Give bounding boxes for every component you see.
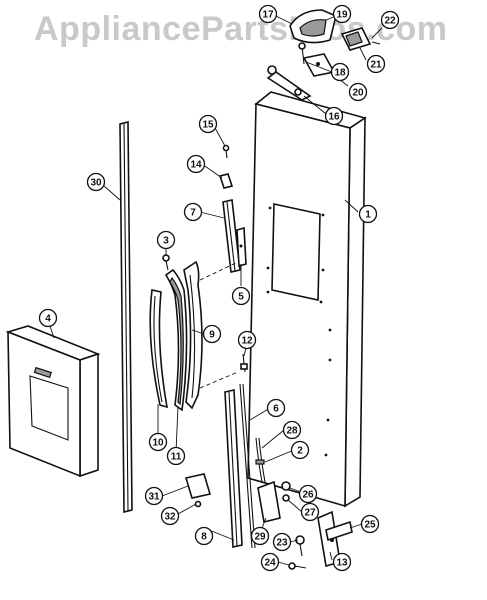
lower-bracket (257, 480, 281, 523)
trim-strip (119, 120, 133, 514)
handle-mount (183, 260, 203, 410)
spacer (281, 481, 291, 502)
callout-25: 25 (360, 514, 380, 534)
handle-cap (149, 289, 169, 409)
callout-label: 26 (302, 490, 314, 501)
callout-label: 29 (254, 532, 266, 543)
callout-label: 18 (334, 68, 346, 79)
hinge-plate (302, 53, 336, 77)
callout-label: 28 (286, 426, 298, 437)
callout-3: 3 (156, 230, 176, 250)
callout-14: 14 (186, 154, 206, 174)
screw-15 (222, 144, 230, 159)
callout-16: 16 (324, 106, 344, 126)
callout-23: 23 (272, 532, 292, 552)
callout-label: 12 (241, 336, 253, 347)
callout-label: 20 (352, 88, 364, 99)
callout-label: 19 (336, 10, 348, 21)
callout-17: 17 (258, 4, 278, 24)
water-tube (255, 437, 266, 483)
callout-label: 17 (262, 10, 274, 21)
bottom-hinge (317, 510, 353, 568)
callout-32: 32 (160, 506, 180, 526)
pin (240, 353, 248, 373)
callout-label: 24 (264, 558, 276, 569)
callout-label: 22 (384, 16, 396, 27)
callout-12: 12 (237, 330, 257, 350)
callout-label: 14 (190, 160, 202, 171)
callout-4: 4 (38, 308, 58, 328)
hinge-bolt (298, 42, 306, 65)
callout-label: 31 (148, 492, 160, 503)
callout-badges: 1234567891011121314151617181920212223242… (38, 4, 400, 572)
watermark: AppliancePartsPros.com (34, 10, 447, 48)
callout-label: 32 (164, 512, 176, 523)
callout-24: 24 (260, 552, 280, 572)
callout-20: 20 (348, 82, 368, 102)
callout-label: 1 (365, 210, 371, 221)
callout-28: 28 (282, 420, 302, 440)
callout-label: 7 (190, 208, 196, 219)
dispenser-panel (5, 325, 101, 478)
callout-2: 2 (290, 440, 310, 460)
callout-label: 10 (152, 438, 164, 449)
lower-channel (224, 389, 243, 548)
callout-11: 11 (166, 446, 186, 466)
screw-32 (194, 500, 202, 508)
callout-26: 26 (298, 484, 318, 504)
callout-19: 19 (332, 4, 352, 24)
callout-label: 11 (171, 452, 182, 463)
callout-6: 6 (266, 398, 286, 418)
cam-fitting (218, 173, 234, 189)
callout-label: 23 (276, 538, 288, 549)
callout-label: 30 (90, 178, 102, 189)
callout-21: 21 (366, 54, 386, 74)
callout-label: 27 (304, 508, 316, 519)
callout-7: 7 (183, 202, 203, 222)
bracket-31 (184, 473, 212, 499)
callout-label: 15 (202, 120, 214, 131)
callout-label: 13 (336, 558, 348, 569)
hinge-cover (289, 9, 337, 44)
callout-label: 25 (364, 520, 376, 531)
callout-18: 18 (330, 62, 350, 82)
callout-label: 21 (370, 60, 382, 71)
callout-10: 10 (148, 432, 168, 452)
callout-1: 1 (358, 204, 378, 224)
callout-8: 8 (194, 526, 214, 546)
hinge-pin (295, 535, 305, 557)
top-hinge (266, 65, 312, 101)
callout-22: 22 (380, 10, 400, 30)
door-rod (239, 383, 256, 549)
callout-29: 29 (250, 526, 270, 546)
callout-label: 4 (45, 314, 51, 325)
callout-15: 15 (198, 114, 218, 134)
leader-lines (47, 15, 383, 566)
callout-label: 8 (201, 532, 207, 543)
callout-30: 30 (86, 172, 106, 192)
small-bracket (236, 226, 247, 268)
callout-label: 2 (297, 446, 303, 457)
callout-label: 3 (163, 236, 169, 247)
callout-27: 27 (300, 502, 320, 522)
callout-13: 13 (332, 552, 352, 572)
callout-9: 9 (202, 324, 222, 344)
callout-label: 9 (209, 330, 215, 341)
handle-grip (164, 268, 188, 412)
callout-label: 6 (273, 404, 279, 415)
callout-31: 31 (144, 486, 164, 506)
screw-3 (162, 254, 170, 271)
hinge-block (340, 27, 381, 51)
callout-label: 16 (328, 112, 340, 123)
screw-24 (288, 562, 307, 570)
callout-5: 5 (231, 286, 251, 306)
callout-label: 5 (238, 292, 244, 303)
upper-channel (222, 199, 241, 273)
